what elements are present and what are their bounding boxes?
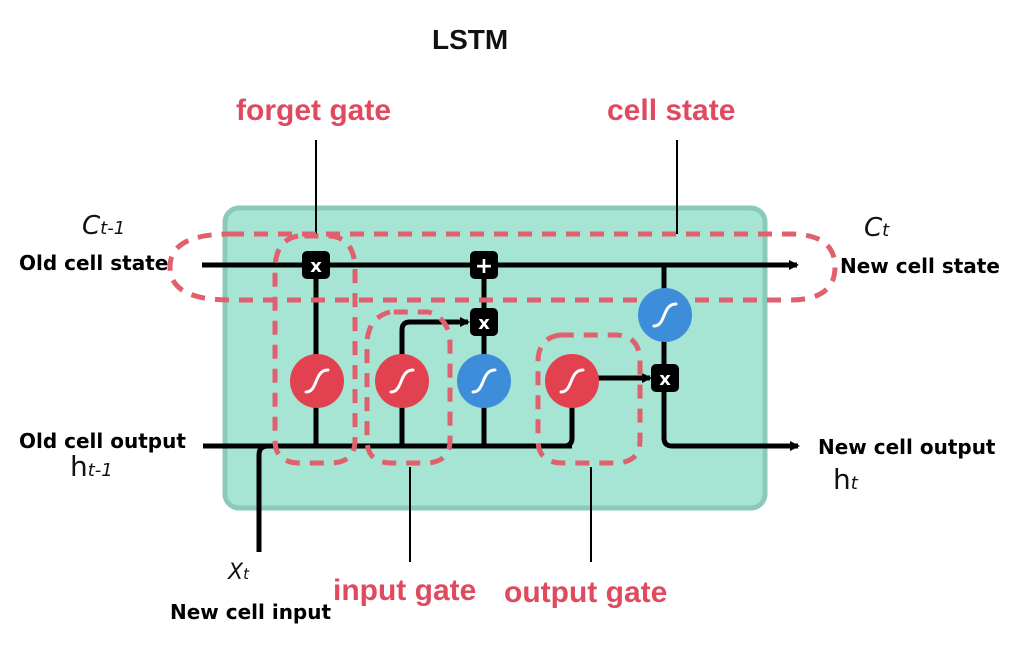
- input-gate-wire: [399, 317, 470, 446]
- new-input-line: [256, 443, 269, 552]
- svg-text:x: x: [478, 313, 490, 334]
- svg-text:x: x: [659, 369, 671, 390]
- new-cell-output-label: New cell output: [818, 435, 996, 459]
- forget-gate-label: forget gate: [236, 94, 392, 127]
- old-cell-output-label: Old cell output: [19, 429, 186, 453]
- svg-text:x: x: [310, 256, 322, 277]
- output-gate-highlight: [535, 332, 643, 466]
- old-cell-state-symbol: Ct-1: [82, 211, 126, 241]
- new-cell-input-symbol: Xt: [228, 560, 249, 585]
- diagram-title: LSTM: [432, 24, 509, 55]
- new-output-line: [661, 378, 800, 451]
- input-gate-highlight: [364, 309, 453, 466]
- old-cell-output-symbol: ht-1: [70, 450, 113, 483]
- output-gate-wire: [553, 380, 575, 449]
- forget-gate-highlight: [272, 233, 358, 466]
- new-cell-state-symbol: Ct: [864, 213, 890, 243]
- output-gate-label: output gate: [504, 576, 668, 609]
- add-op: +: [470, 251, 498, 279]
- cell-state-label: cell state: [607, 94, 736, 127]
- new-cell-output-symbol: ht: [833, 463, 858, 496]
- candidate-tanh: [457, 354, 511, 408]
- input-multiply-op: x: [470, 308, 498, 336]
- new-cell-state-label: New cell state: [840, 254, 1000, 278]
- old-cell-state-label: Old cell state: [19, 251, 169, 275]
- forget-sigmoid: [290, 354, 344, 408]
- cell-state-highlight: [167, 231, 838, 303]
- output-sigmoid: [545, 354, 599, 408]
- input-sigmoid: [375, 354, 429, 408]
- cell-tanh: [638, 288, 692, 342]
- svg-text:+: +: [475, 254, 493, 279]
- output-multiply-op: x: [651, 364, 679, 392]
- forget-multiply-op: x: [302, 251, 330, 279]
- new-cell-input-label: New cell input: [170, 600, 332, 624]
- input-gate-label: input gate: [333, 574, 477, 607]
